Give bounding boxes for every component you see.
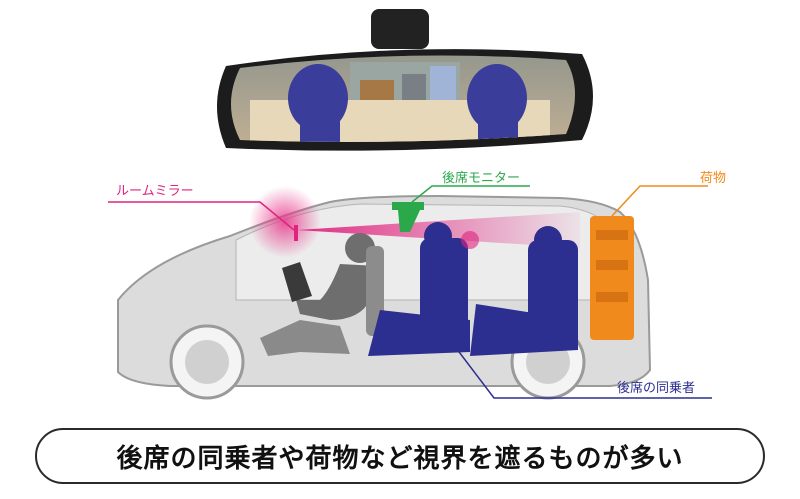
- rearview-mirror: [217, 9, 593, 151]
- label-cargo: 荷物: [700, 171, 727, 186]
- caption-box: 後席の同乗者や荷物など視界を遮るものが多い: [35, 428, 765, 484]
- steering-wheel-icon: [282, 262, 312, 302]
- caption-text: 後席の同乗者や荷物など視界を遮るものが多い: [116, 443, 684, 474]
- second-row-seat: [420, 238, 468, 338]
- label-room-mirror: ルームミラー: [116, 184, 194, 199]
- room-mirror-marker: [294, 225, 298, 241]
- mirror-leader-line: [108, 201, 295, 231]
- driver-figure: [260, 233, 384, 356]
- label-rear-monitor: 後席モニター: [442, 171, 521, 186]
- rear-monitor: [392, 202, 424, 232]
- mirror-seat-right: [467, 64, 527, 132]
- label-rear-passengers: 後席の同乗者: [617, 381, 696, 396]
- passengers-leader-line: [449, 339, 712, 399]
- mirror-reflection: [231, 55, 575, 142]
- cargo-luggage: [590, 216, 634, 340]
- mirror-seat-left: [288, 64, 348, 132]
- monitor-leader-line: [411, 185, 530, 203]
- mirror-mount: [371, 9, 429, 49]
- third-row-seat: [528, 240, 578, 336]
- rear-passengers: [368, 222, 578, 356]
- cargo-leader-line: [611, 185, 708, 217]
